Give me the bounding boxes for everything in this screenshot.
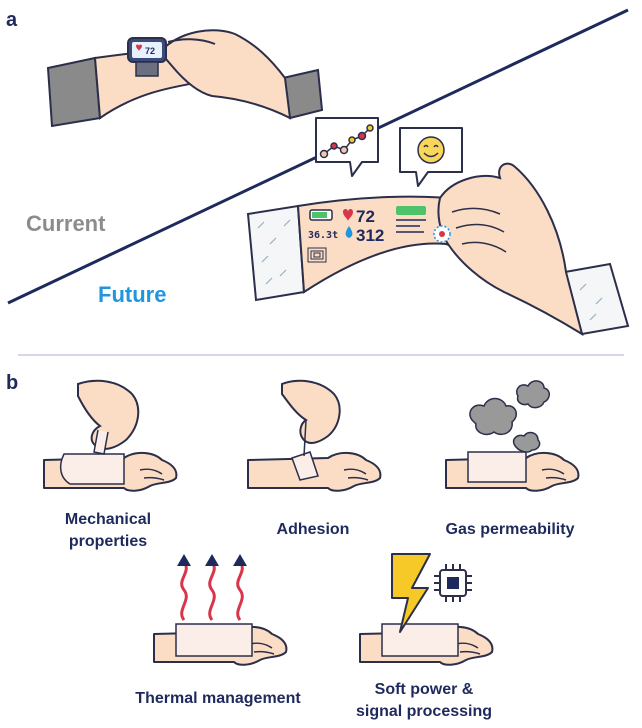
lightning-icon xyxy=(391,553,431,633)
gas-permeability-label: Gas permeability xyxy=(446,521,575,538)
fingers xyxy=(451,207,507,253)
chip-icon xyxy=(434,564,472,602)
adhesion-illustration xyxy=(247,379,382,492)
mechanical-properties-label-line1: Mechanical xyxy=(65,511,151,528)
thermal-management-label: Thermal management xyxy=(135,690,301,707)
stretchy-patch xyxy=(59,453,125,485)
current-label: Current xyxy=(26,211,106,236)
panel-a-letter: a xyxy=(6,9,18,31)
future-touching-hand xyxy=(437,162,584,337)
thermal-patch xyxy=(175,623,253,657)
coil-icon xyxy=(307,247,327,263)
pointing-finger xyxy=(167,38,216,45)
cloud-icon-2 xyxy=(516,380,550,409)
mechanical-properties-illustration xyxy=(43,379,178,492)
pinching-hand xyxy=(77,379,140,450)
peel-line xyxy=(303,419,307,457)
thermal-management-illustration xyxy=(153,554,288,666)
drop-icon xyxy=(345,226,353,238)
soft-power-label-line1: Soft power & xyxy=(375,681,474,698)
peeling-hand xyxy=(281,379,341,444)
heart-icon xyxy=(343,209,353,221)
panel-b-letter: b xyxy=(6,372,18,394)
left-sleeve-current xyxy=(46,56,102,128)
battery-level xyxy=(312,212,327,218)
soft-power-illustration xyxy=(359,553,494,666)
soft-power-label-line2: signal processing xyxy=(356,703,492,720)
e-skin-display: 36.3t 72 312 xyxy=(307,206,451,263)
watch-reading: 72 xyxy=(145,46,155,56)
left-sleeve-future xyxy=(246,204,306,302)
heat-arrow-icon xyxy=(180,561,244,621)
temperature-reading: 36.3t xyxy=(308,230,338,241)
glucose-reading: 312 xyxy=(356,226,384,245)
power-patch xyxy=(381,623,459,657)
pinched-patch xyxy=(93,429,109,455)
watch-strap xyxy=(135,61,159,77)
cell-core xyxy=(439,231,445,237)
text-lines xyxy=(396,219,426,233)
mechanical-properties-label-line2: properties xyxy=(69,533,147,550)
arrow-heads xyxy=(177,554,247,566)
smiley-icon xyxy=(417,136,445,164)
adhesion-label: Adhesion xyxy=(277,521,350,538)
heart-rate-reading: 72 xyxy=(356,207,375,226)
cloud-icon xyxy=(469,397,517,436)
watch-heart-icon xyxy=(136,44,142,51)
breathable-patch xyxy=(467,451,527,483)
current-touching-hand xyxy=(158,29,292,120)
molecule-icon xyxy=(319,124,374,159)
sleeve-pattern xyxy=(257,219,291,285)
sleeve-pattern-right xyxy=(579,283,603,321)
future-label: Future xyxy=(98,282,166,307)
cloud-icon-3 xyxy=(512,431,541,453)
gas-permeability-illustration xyxy=(445,380,580,492)
status-chip xyxy=(396,206,426,215)
